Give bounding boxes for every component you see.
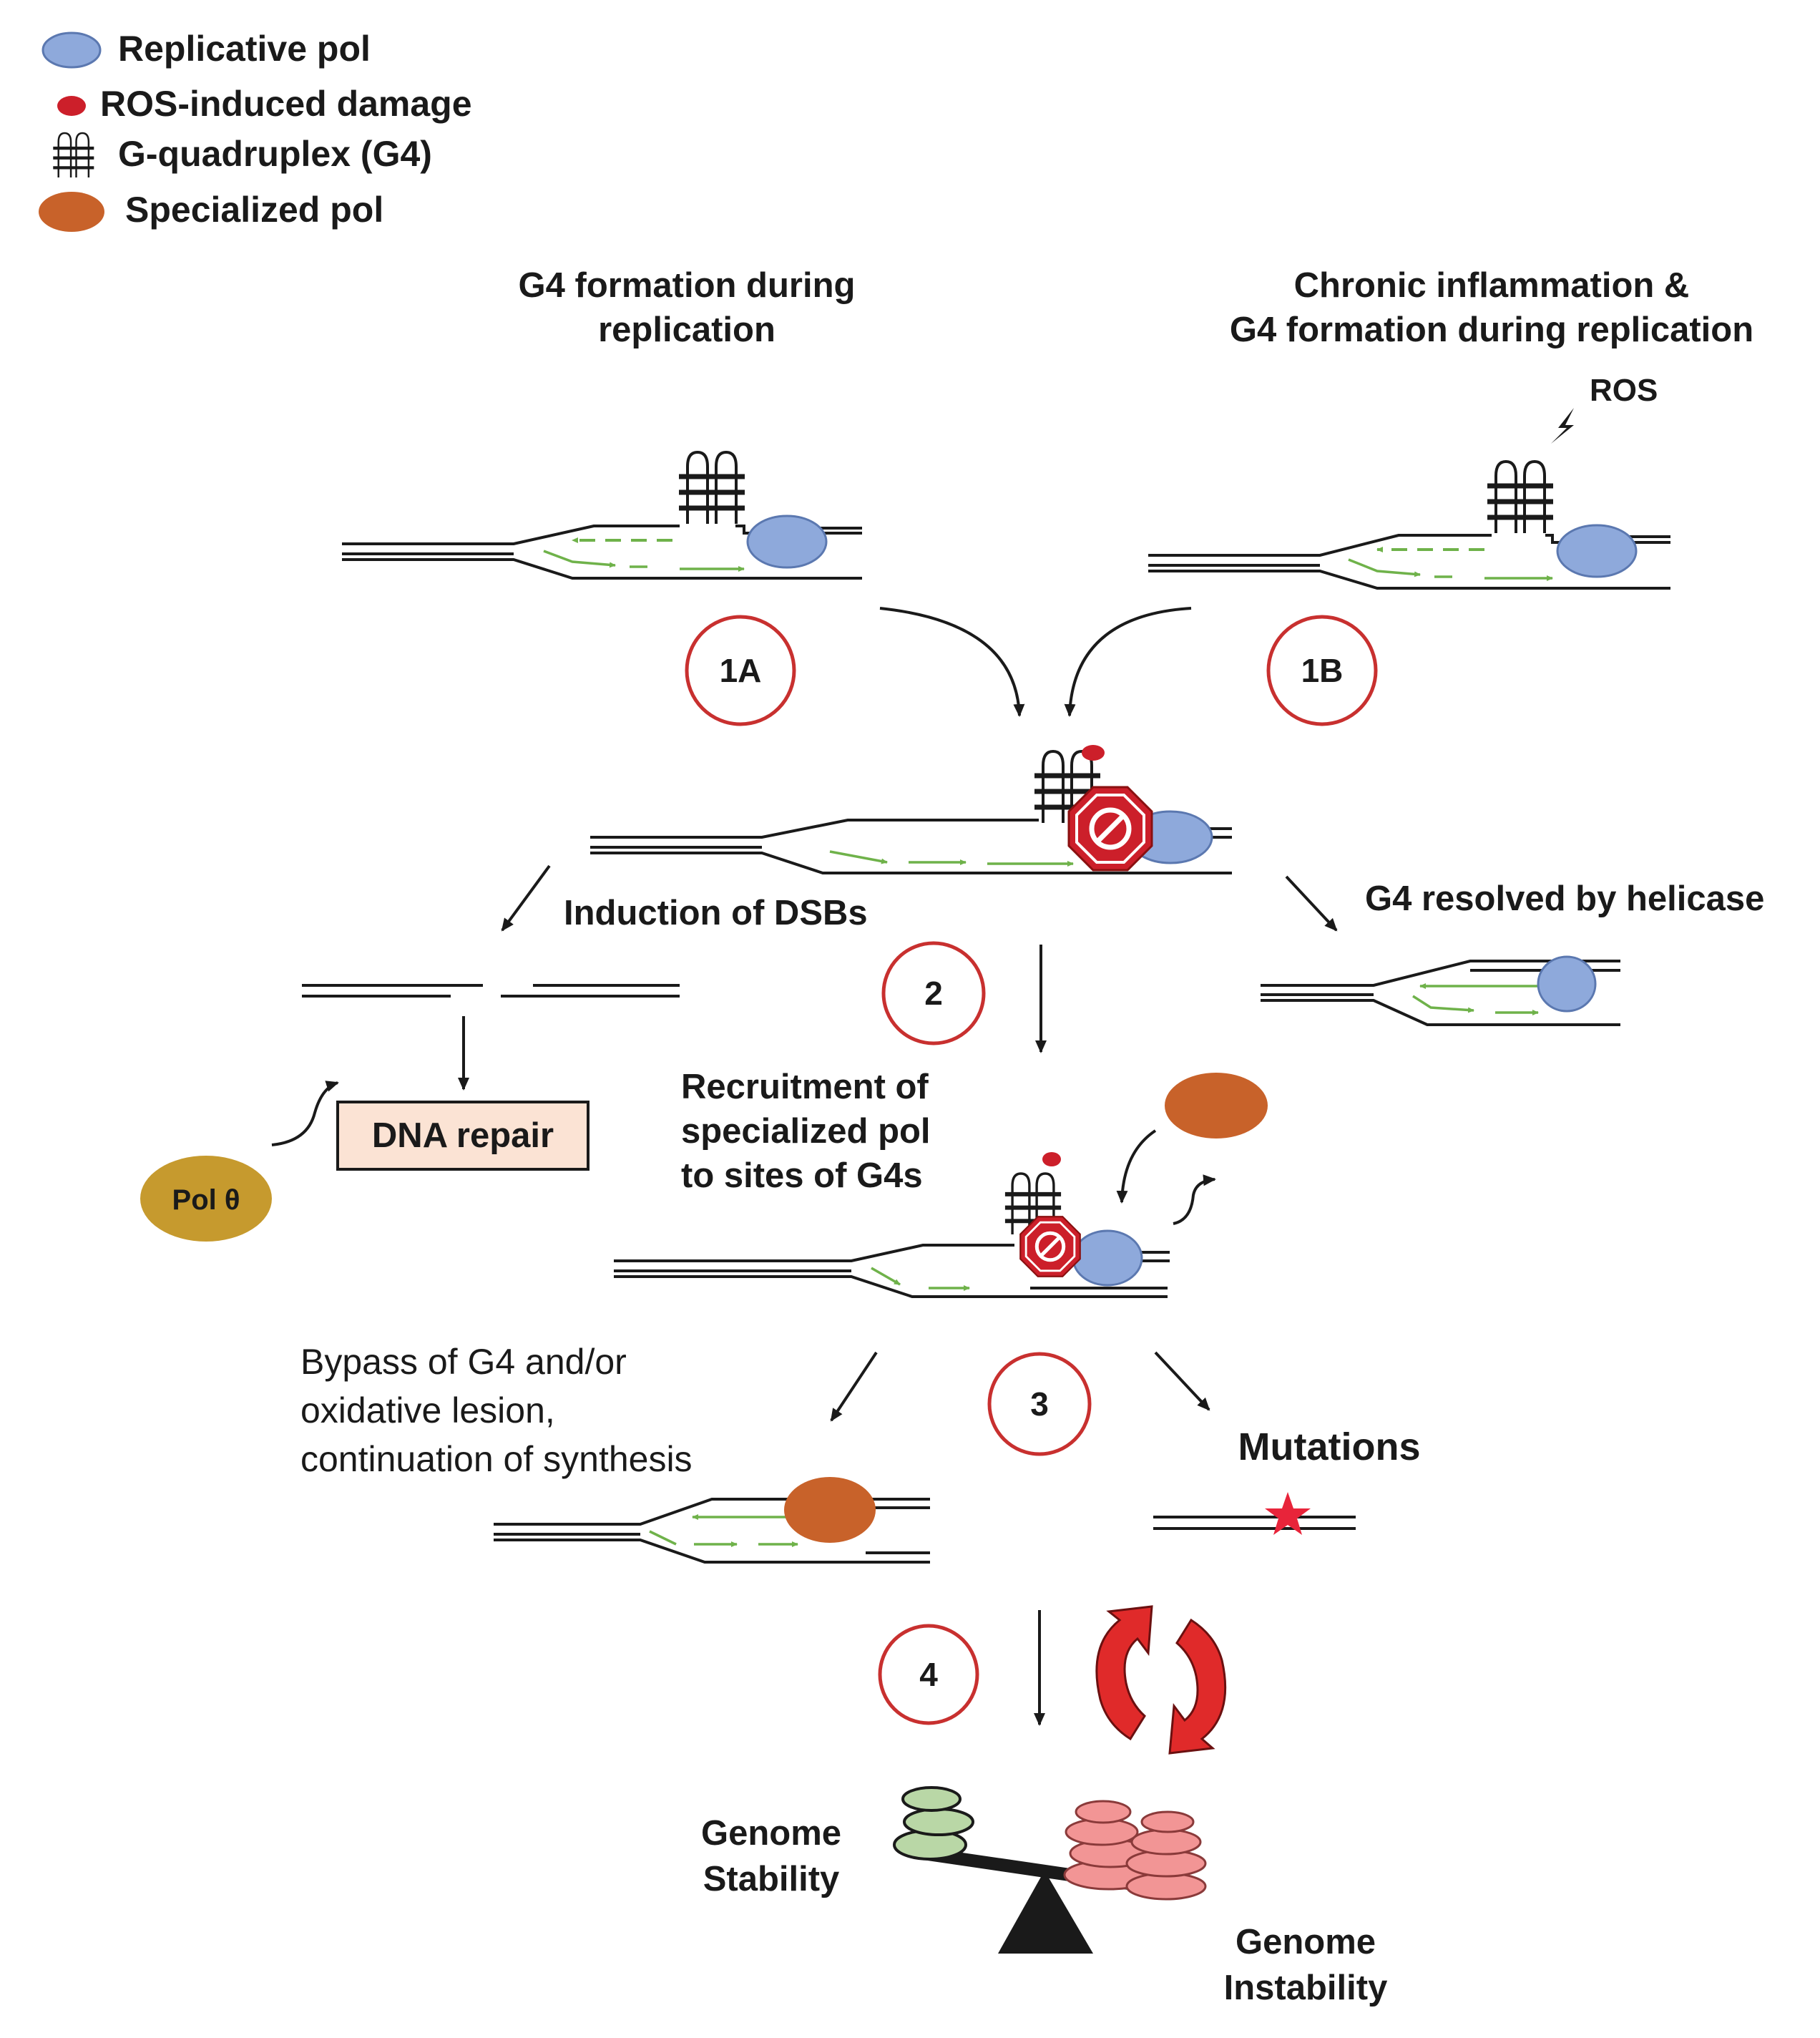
svg-text:Pol θ: Pol θ — [172, 1184, 240, 1216]
stop-sign-recruit — [1020, 1217, 1080, 1277]
bypass-line3: continuation of synthesis — [300, 1439, 693, 1479]
legend-replicative-pol: Replicative pol — [118, 29, 371, 69]
header-left-line2: replication — [598, 311, 776, 349]
arrow-specialized-in — [1116, 1129, 1157, 1204]
header-right-line2: G4 formation during replication — [1230, 311, 1753, 349]
genome-instability-line2: Instability — [1224, 1969, 1388, 2007]
step-3: 3 — [987, 1352, 1092, 1456]
ros-label: ROS — [1590, 373, 1658, 408]
balance-scale — [893, 1786, 1207, 1954]
stable-stones — [893, 1786, 974, 1861]
unstable-stones — [1063, 1800, 1207, 1901]
genome-instability-line1: Genome — [1236, 1923, 1376, 1961]
replicative-pol — [746, 515, 828, 569]
mutation-star-icon — [1265, 1492, 1311, 1535]
mutated-dna — [1153, 1492, 1356, 1535]
arrow-1b — [1064, 607, 1192, 717]
bypass-fork — [494, 1477, 930, 1564]
bypass-line1: Bypass of G4 and/or — [300, 1342, 627, 1382]
stalled-fork — [590, 745, 1232, 874]
recruit-line3: to sites of G4s — [681, 1156, 923, 1195]
arrow-to-mutations — [1154, 1351, 1210, 1411]
g4-resolved-label: G4 resolved by helicase — [1365, 879, 1764, 918]
specialized-pol-incoming — [1165, 1073, 1268, 1139]
replicative-pol-recruit — [1072, 1229, 1143, 1287]
step-4: 4 — [878, 1624, 979, 1725]
arrow-to-bypass — [830, 1351, 878, 1422]
step-1b: 1B — [1266, 615, 1378, 726]
fulcrum — [998, 1871, 1093, 1954]
replicative-pol-1b — [1556, 524, 1638, 578]
header-right-line1: Chronic inflammation & — [1294, 266, 1690, 305]
lightning-icon — [1551, 408, 1574, 444]
legend: Replicative pol ROS-induced damage G-qua… — [39, 29, 472, 232]
g4-icon — [679, 452, 745, 524]
g4-icon-1b — [1487, 462, 1553, 533]
replicative-pol-icon — [41, 31, 102, 69]
svg-text:1B: 1B — [1301, 652, 1344, 689]
step-2: 2 — [881, 941, 986, 1045]
g4-legend-icon — [53, 133, 94, 177]
stop-sign-icon — [1069, 787, 1152, 870]
broken-dna — [302, 984, 680, 998]
arrow-to-dsb — [501, 864, 551, 932]
arrow-pol-theta — [271, 1081, 339, 1146]
pol-theta: Pol θ — [140, 1156, 272, 1242]
arrow-to-helicase — [1285, 875, 1338, 932]
ros-damage-icon — [57, 96, 86, 116]
svg-text:2: 2 — [924, 975, 943, 1012]
svg-text:DNA repair: DNA repair — [372, 1116, 554, 1155]
fork-1b: ROS — [1148, 373, 1670, 590]
legend-g4: G-quadruplex (G4) — [118, 134, 432, 174]
recruit-line1: Recruitment of — [681, 1068, 929, 1106]
ros-damage — [1082, 745, 1105, 761]
mutations-label: Mutations — [1238, 1425, 1421, 1468]
ros-damage-recruit — [1042, 1152, 1061, 1166]
svg-text:1A: 1A — [720, 652, 762, 689]
cycle-arrows-icon — [1095, 1605, 1227, 1755]
arrow-1a — [879, 607, 1025, 717]
svg-text:3: 3 — [1030, 1385, 1049, 1423]
header-left-line1: G4 formation during — [519, 266, 856, 305]
recruit-line2: specialized pol — [681, 1112, 931, 1151]
replicative-pol-resolved — [1537, 955, 1597, 1013]
legend-specialized-pol: Specialized pol — [125, 190, 383, 230]
fork-1a — [342, 452, 862, 580]
specialized-pol-icon — [39, 192, 104, 232]
induction-dsbs-label: Induction of DSBs — [564, 894, 868, 932]
recruit-fork — [614, 1152, 1170, 1298]
dna-repair-box: DNA repair — [336, 1101, 589, 1171]
legend-ros-damage: ROS-induced damage — [100, 84, 472, 124]
bypass-line2: oxidative lesion, — [300, 1390, 555, 1430]
genome-stability-line1: Genome — [701, 1814, 841, 1853]
step-1a: 1A — [685, 615, 796, 726]
resolved-fork — [1261, 955, 1620, 1026]
genome-stability-line2: Stability — [703, 1860, 840, 1898]
arrow-replicative-out — [1173, 1174, 1216, 1225]
specialized-pol-bypass — [784, 1477, 876, 1543]
svg-text:4: 4 — [919, 1656, 938, 1693]
